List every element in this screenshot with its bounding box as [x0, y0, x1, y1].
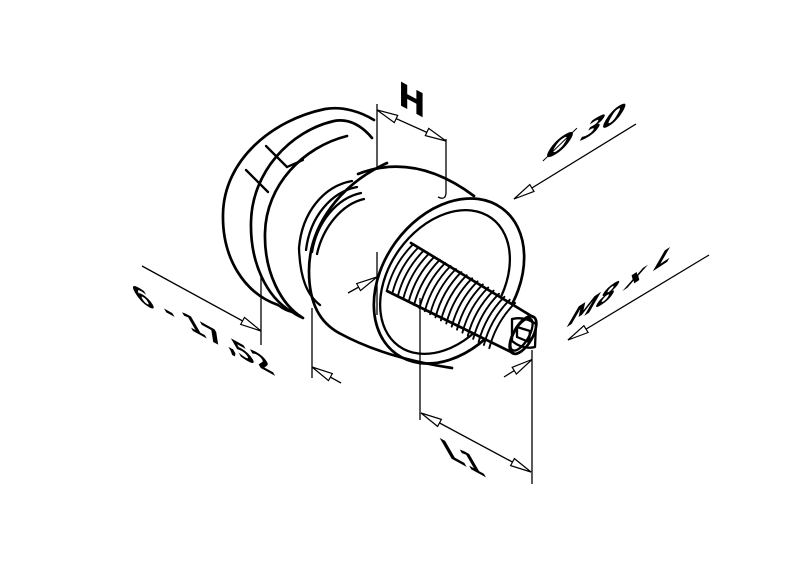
dimension-thread-M8xL: M8 x L: [503, 234, 710, 378]
glass-dimension-line: [141, 265, 262, 332]
stud-top-silhouette: [409, 241, 535, 319]
l1-label: L1: [434, 430, 493, 485]
hex-socket: [510, 317, 538, 349]
body-bottom-silhouette: [337, 331, 454, 370]
cap-front-rim-edge: [249, 119, 374, 314]
thread-dimension-line: [567, 254, 710, 341]
l1-arrowhead-right: [509, 457, 532, 473]
dimension-diameter-30: Ø 30: [513, 94, 637, 200]
cap-back-silhouette: [221, 106, 376, 307]
adapter-cap: [221, 106, 376, 320]
h-arrowhead-right: [424, 127, 447, 142]
h-extension-line-right: [437, 139, 447, 199]
h-arrowhead-left: [376, 109, 399, 124]
dimension-body-plane-tick: [347, 252, 378, 315]
l1-arrowhead-left: [420, 412, 443, 428]
diameter-label: Ø 30: [538, 94, 635, 169]
notch-floor-edge: [285, 158, 305, 169]
diameter-leader-line: [513, 123, 637, 200]
threaded-stud: [385, 241, 538, 356]
thread-ridges: [386, 243, 517, 350]
cap-front-face-edge: [263, 134, 349, 320]
notch-cut-line-right: [264, 144, 289, 169]
thread-counter-arrowhead: [511, 358, 533, 376]
socket-opening: [510, 317, 538, 349]
body-top-silhouette: [356, 165, 476, 198]
diameter-arrowhead: [513, 183, 535, 200]
notch-cut-line-left: [244, 168, 270, 194]
stud-tip-chamfer: [509, 317, 534, 352]
cap-bottom-rim-join: [276, 303, 305, 320]
thread-label: M8 x L: [560, 234, 684, 335]
glass-arrowhead-left: [239, 316, 262, 332]
neck-thread-arcs: [297, 179, 366, 307]
glass-arrowhead-right: [311, 366, 334, 382]
adapter-neck-thread: [297, 179, 366, 307]
cap-rim-notch: [244, 144, 305, 194]
body-back-edge: [307, 161, 389, 335]
h-label: H: [398, 74, 426, 127]
dimension-H: H: [376, 74, 447, 199]
thread-arrowhead: [567, 324, 589, 341]
socket-floor: [515, 325, 532, 344]
body-plane-arrowhead: [355, 276, 378, 292]
stud-bottom-silhouette: [385, 289, 515, 355]
